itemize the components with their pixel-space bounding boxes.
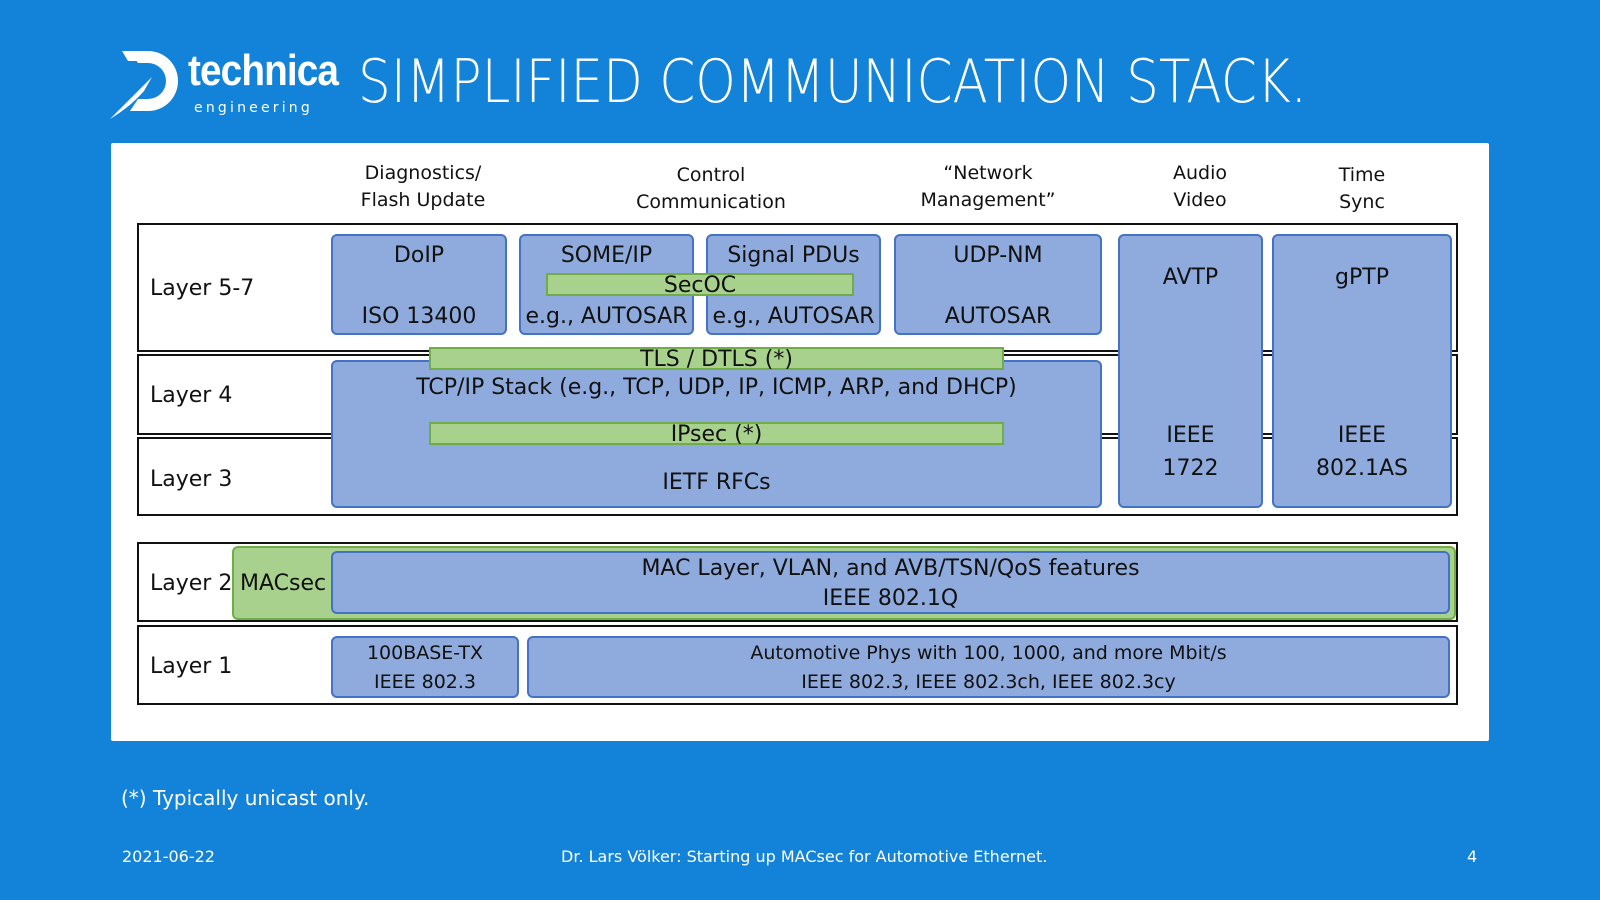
secoc-bar: SecOC — [546, 273, 854, 298]
avtp-standard-line1: IEEE — [1166, 423, 1215, 448]
ietf-rfcs-label: IETF RFCs — [662, 470, 771, 495]
technica-swoosh-icon — [110, 51, 178, 119]
tls-dtls-label: TLS / DTLS (*) — [640, 347, 793, 372]
column-header-time-sync: Time Sync — [1338, 164, 1386, 213]
udpnm-box: UDP-NM AUTOSAR — [894, 234, 1102, 335]
avtp-box: AVTP IEEE 1722 — [1118, 234, 1263, 508]
column-header-network-management: “Network Management” — [920, 162, 1056, 211]
gptp-label: gPTP — [1335, 265, 1389, 290]
automotive-phys-box: Automotive Phys with 100, 1000, and more… — [527, 636, 1450, 698]
mac-layer-label: MAC Layer, VLAN, and AVB/TSN/QoS feature… — [641, 556, 1140, 581]
mac-layer-box: MAC Layer, VLAN, and AVB/TSN/QoS feature… — [331, 551, 1450, 614]
automotive-phys-label: Automotive Phys with 100, 1000, and more… — [750, 642, 1227, 664]
gptp-box: gPTP IEEE 802.1AS — [1272, 234, 1452, 508]
layer-label-1: Layer 1 — [150, 654, 233, 679]
signal-pdus-label: Signal PDUs — [727, 243, 860, 268]
ipsec-label: IPsec (*) — [670, 422, 763, 447]
layer-label-4: Layer 4 — [150, 383, 233, 408]
layer-label-5-7: Layer 5-7 — [150, 276, 255, 301]
footnote: (*) Typically unicast only. — [121, 786, 370, 810]
tcpip-stack-label: TCP/IP Stack (e.g., TCP, UDP, IP, ICMP, … — [416, 375, 1017, 400]
column-header-control: Control Communication — [636, 164, 786, 213]
column-header-audio-video: Audio Video — [1172, 162, 1227, 211]
footer-page-number: 4 — [1467, 847, 1478, 866]
footer-date: 2021-06-22 — [122, 847, 215, 866]
logo-wordmark: technica — [188, 46, 339, 95]
slide-title: SIMPLIFIED COMMUNICATION STACK. — [358, 47, 1308, 117]
technica-logo: technica engineering — [108, 45, 339, 125]
footer-title: Dr. Lars Völker: Starting up MACsec for … — [561, 847, 1048, 866]
layer-label-3: Layer 3 — [150, 467, 233, 492]
macsec-label: MACsec — [240, 571, 327, 596]
someip-label: SOME/IP — [560, 243, 653, 268]
signal-pdus-standard: e.g., AUTOSAR — [712, 304, 875, 329]
doip-box: DoIP ISO 13400 — [331, 234, 507, 335]
doip-label: DoIP — [393, 243, 445, 268]
udpnm-standard: AUTOSAR — [944, 304, 1052, 329]
layer-label-2: Layer 2 — [150, 571, 233, 596]
automotive-phys-standards: IEEE 802.3, IEEE 802.3ch, IEEE 802.3cy — [801, 671, 1176, 693]
secoc-label: SecOC — [663, 273, 737, 298]
100base-tx-label: 100BASE-TX — [366, 642, 484, 664]
udpnm-label: UDP-NM — [953, 243, 1043, 268]
ipsec-bar: IPsec (*) — [429, 422, 1004, 447]
avtp-label: AVTP — [1162, 265, 1219, 290]
tcpip-stack-box: TCP/IP Stack (e.g., TCP, UDP, IP, ICMP, … — [331, 360, 1102, 508]
someip-standard: e.g., AUTOSAR — [525, 304, 688, 329]
logo-subtitle: engineering — [194, 100, 313, 116]
tls-dtls-bar: TLS / DTLS (*) — [429, 347, 1004, 372]
100base-tx-box: 100BASE-TX IEEE 802.3 — [331, 636, 519, 698]
gptp-standard-line1: IEEE — [1337, 423, 1387, 448]
doip-standard: ISO 13400 — [361, 304, 477, 329]
100base-tx-standard: IEEE 802.3 — [373, 671, 477, 693]
column-header-diagnostics: Diagnostics/ Flash Update — [360, 162, 486, 211]
mac-layer-standard: IEEE 802.1Q — [822, 586, 959, 611]
avtp-standard-line2: 1722 — [1162, 456, 1219, 481]
gptp-standard-line2: 802.1AS — [1316, 456, 1408, 481]
